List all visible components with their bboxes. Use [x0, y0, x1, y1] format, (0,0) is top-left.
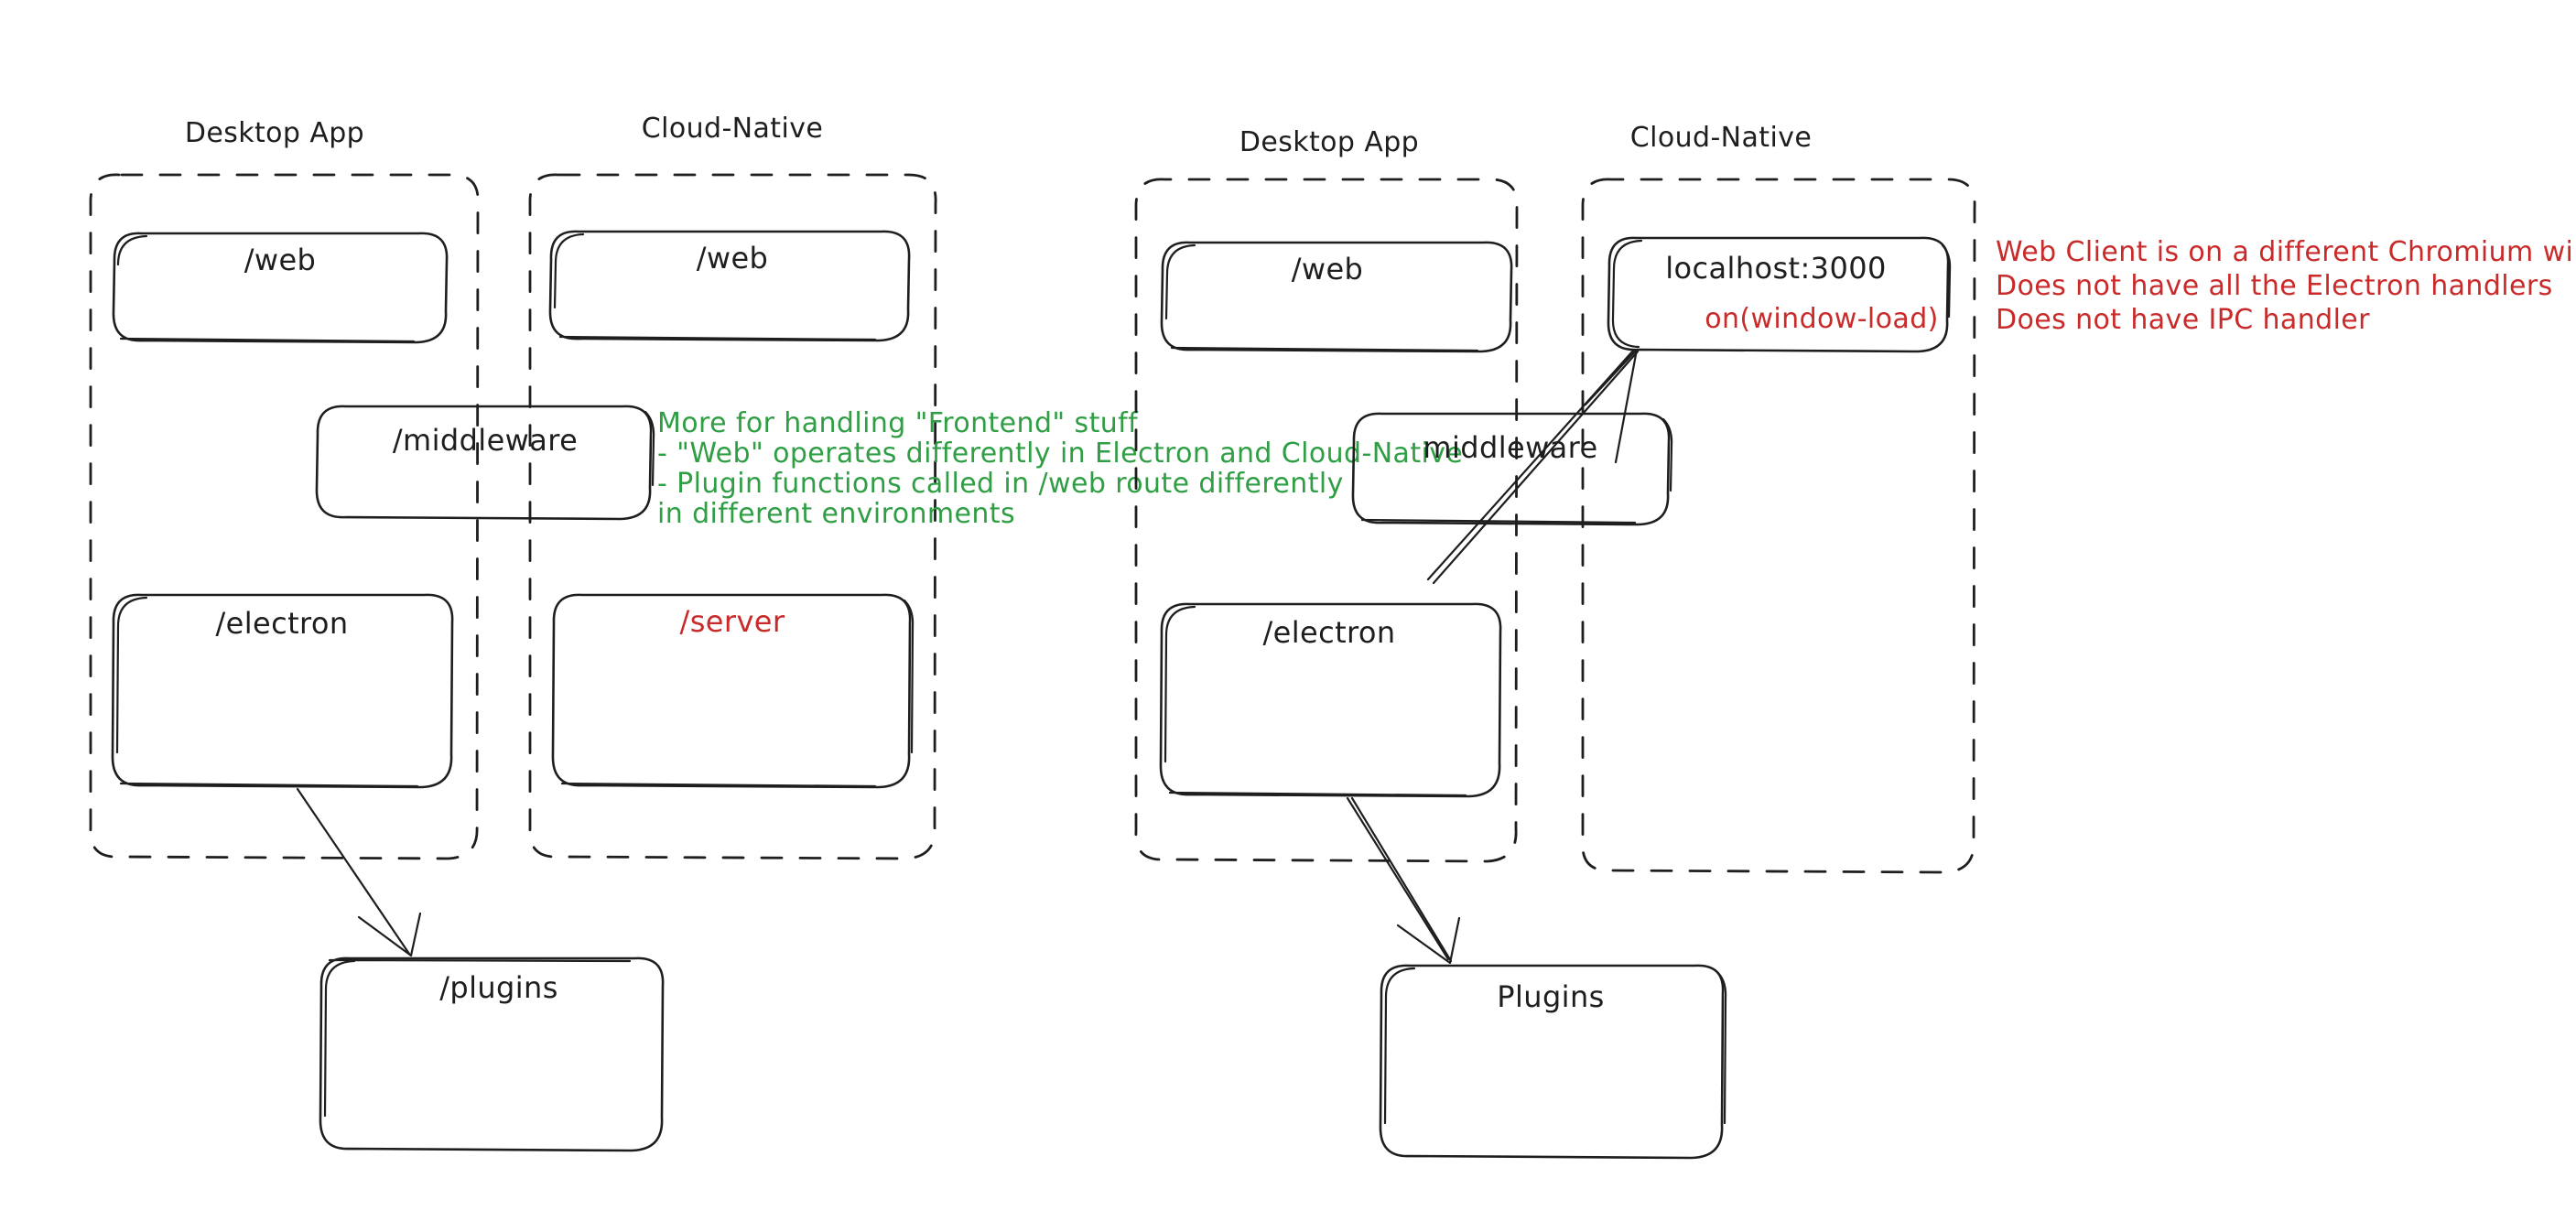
arrow-right-electron-to-localhost-head: [1584, 348, 1639, 464]
box-right-middleware[interactable]: middleware: [1351, 412, 1673, 526]
group-right-cloud: Cloud-Native: [1581, 122, 1976, 874]
box-left-plugins[interactable]: /plugins: [319, 956, 665, 1152]
box-right-electron-outline: [1159, 602, 1502, 798]
arrow-right-electron-to-plugins-head: [1396, 916, 1461, 965]
box-right-localhost-sketch-overlay: [1611, 239, 1952, 349]
arrow-left-electron-to-plugins-head: [357, 912, 422, 957]
web-client-note-line-1: Web Client is on a different Chromium wi…: [1996, 236, 2576, 268]
box-left-middleware-sketch-overlay: [644, 410, 655, 487]
annotation-web-client-note: Web Client is on a different Chromium wi…: [1996, 236, 2576, 336]
box-right-desktop-web[interactable]: /web: [1160, 241, 1513, 353]
box-right-middleware-sketch-overlay: [1360, 417, 1673, 524]
box-right-plugins-sketch-overlay: [1383, 967, 1727, 1125]
group-right-cloud-label: Cloud-Native: [1630, 122, 1812, 154]
box-left-plugins-label: /plugins: [439, 970, 558, 1005]
box-left-electron-label: /electron: [215, 606, 348, 641]
group-left-desktop-outline: [89, 173, 480, 860]
group-left-cloud: Cloud-Native: [528, 113, 937, 860]
box-left-server-outline: [551, 593, 912, 789]
box-left-cloud-web-sketch-overlay: [553, 232, 877, 341]
box-left-desktop-web-outline: [112, 232, 449, 344]
box-right-localhost-sublabel: on(window-load): [1705, 303, 1939, 335]
frontend-note-line-4: in different environments: [657, 498, 1015, 530]
box-right-localhost[interactable]: localhost:3000 on(window-load): [1607, 236, 1952, 353]
arrow-left-electron-to-plugins: [296, 787, 422, 957]
group-right-desktop-label: Desktop App: [1239, 126, 1419, 158]
frontend-note-line-3: - Plugin functions called in /web route …: [657, 468, 1344, 500]
arrow-right-electron-to-localhost-shaft-2: [1432, 350, 1640, 585]
arrow-right-electron-to-localhost: [1426, 348, 1640, 585]
frontend-note-line-2: - "Web" operates differently in Electron…: [657, 438, 1463, 470]
group-left-desktop: Desktop App: [89, 117, 480, 860]
web-client-note-line-3: Does not have IPC handler: [1996, 304, 2370, 336]
box-left-middleware-outline: [315, 405, 653, 521]
box-left-cloud-web[interactable]: /web: [548, 230, 911, 342]
box-left-server[interactable]: /server: [551, 593, 915, 789]
arrow-right-electron-to-plugins: [1346, 796, 1461, 965]
box-left-desktop-web-label: /web: [244, 243, 317, 277]
arrow-right-electron-to-plugins-shaft-2: [1350, 796, 1453, 963]
box-right-desktop-web-outline: [1160, 241, 1513, 353]
box-left-plugins-outline: [319, 956, 665, 1152]
frontend-note-line-1: More for handling "Frontend" stuff: [657, 407, 1139, 439]
box-left-electron-sketch-overlay: [115, 596, 419, 788]
arrow-right-electron-to-plugins-shaft: [1346, 796, 1450, 961]
box-left-server-label: /server: [680, 604, 785, 639]
box-right-desktop-web-sketch-overlay: [1164, 243, 1479, 352]
box-right-electron-sketch-overlay: [1164, 605, 1467, 797]
annotation-frontend-note: More for handling "Frontend" stuff - "We…: [657, 407, 1463, 530]
box-right-electron-label: /electron: [1262, 615, 1395, 650]
box-right-middleware-outline: [1351, 412, 1671, 526]
group-left-desktop-label: Desktop App: [185, 117, 364, 149]
box-left-electron[interactable]: /electron: [111, 593, 454, 789]
box-left-middleware[interactable]: /middleware: [315, 405, 655, 521]
box-right-desktop-web-label: /web: [1292, 252, 1364, 286]
arrow-left-electron-to-plugins-shaft: [296, 787, 411, 956]
box-left-server-sketch-overlay: [560, 599, 915, 788]
group-right-desktop: Desktop App: [1134, 126, 1519, 863]
box-left-electron-outline: [111, 593, 454, 789]
box-left-middleware-label: /middleware: [393, 423, 578, 458]
box-right-plugins-label: Plugins: [1497, 979, 1604, 1014]
box-left-plugins-sketch-overlay: [323, 958, 632, 1118]
box-left-cloud-web-label: /web: [697, 241, 769, 276]
web-client-note-line-2: Does not have all the Electron handlers: [1996, 270, 2553, 302]
box-left-desktop-web-sketch-overlay: [116, 234, 416, 343]
box-right-electron[interactable]: /electron: [1159, 602, 1502, 798]
box-left-cloud-web-outline: [548, 230, 911, 342]
group-right-desktop-outline: [1134, 178, 1519, 863]
group-left-cloud-label: Cloud-Native: [642, 113, 823, 145]
box-right-middleware-label: middleware: [1423, 430, 1597, 465]
box-right-plugins[interactable]: Plugins: [1379, 964, 1727, 1160]
box-right-localhost-label: localhost:3000: [1665, 251, 1886, 286]
box-left-desktop-web[interactable]: /web: [112, 232, 449, 344]
